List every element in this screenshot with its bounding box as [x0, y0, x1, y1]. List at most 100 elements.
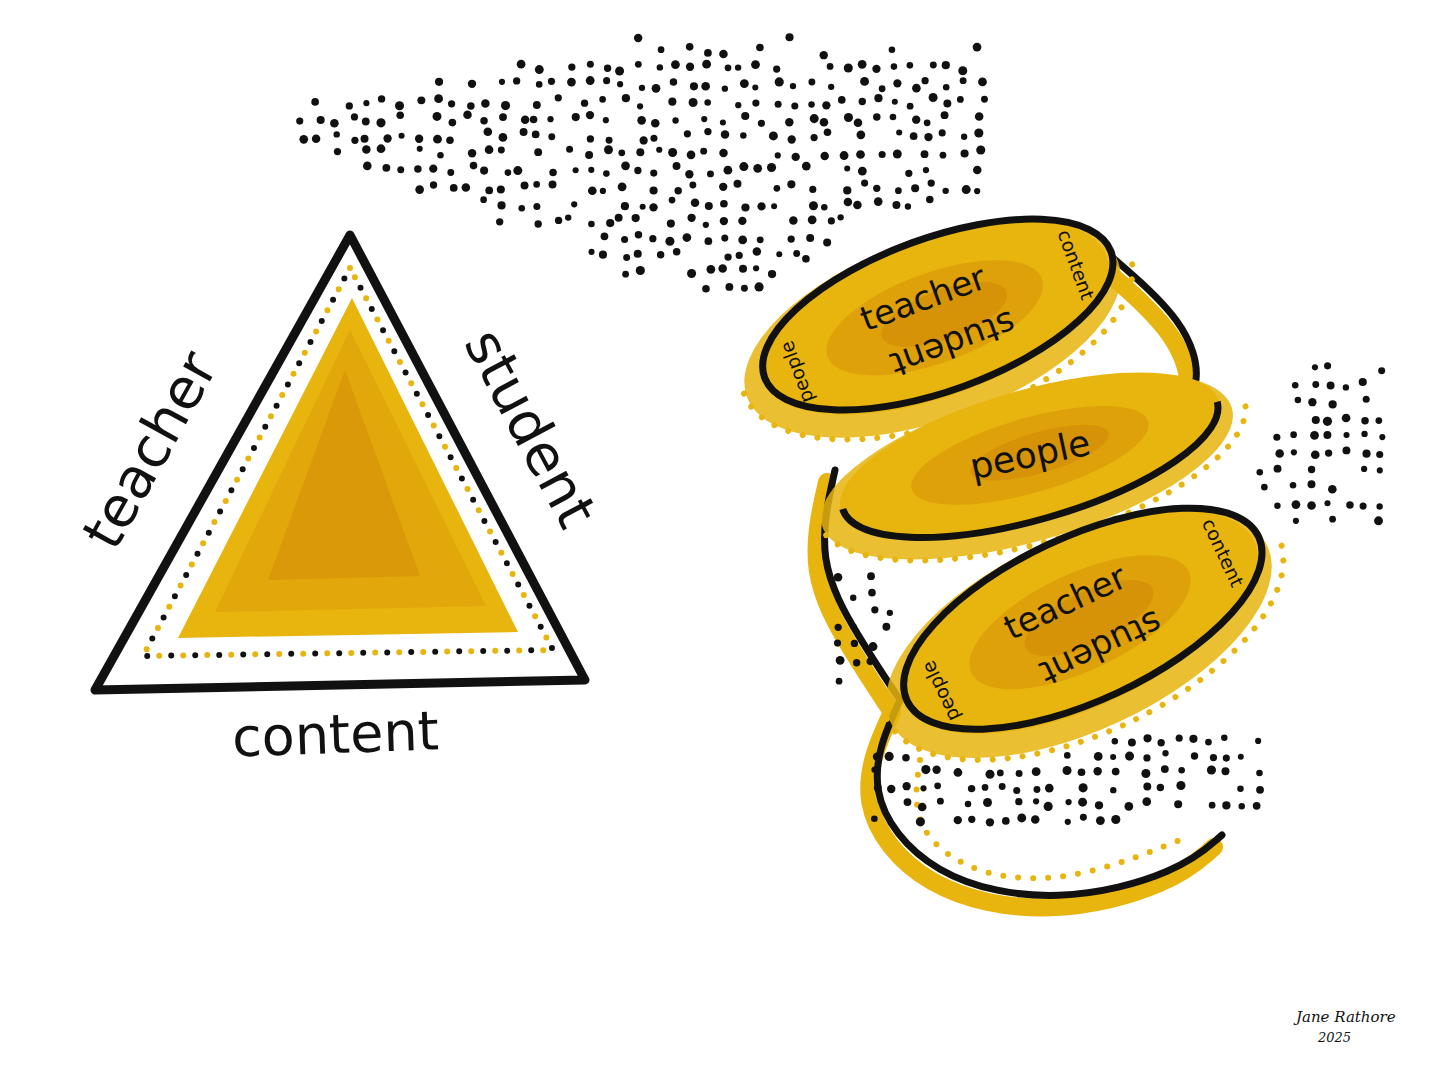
node-label: content	[231, 700, 440, 769]
dot	[973, 166, 982, 175]
dot	[850, 594, 856, 600]
dot	[1325, 449, 1332, 456]
dot	[734, 180, 742, 188]
dot	[1253, 802, 1261, 810]
dot	[922, 77, 929, 84]
dot	[1239, 803, 1245, 809]
dot	[997, 770, 1004, 777]
dot	[850, 623, 857, 630]
dot	[757, 202, 765, 210]
dot	[808, 101, 815, 108]
dot	[822, 101, 830, 109]
dot	[706, 265, 715, 274]
dot	[687, 214, 695, 222]
dot	[501, 101, 510, 110]
dot	[1065, 799, 1071, 805]
dot	[787, 180, 795, 188]
dot	[882, 623, 890, 631]
dot	[827, 63, 834, 70]
dot	[483, 127, 492, 136]
dot	[961, 149, 969, 157]
dot	[718, 264, 727, 273]
spiral-line	[872, 462, 1293, 774]
dot	[775, 101, 782, 108]
dot	[1161, 765, 1169, 773]
dot	[450, 184, 458, 192]
dot	[1346, 501, 1354, 509]
dot	[887, 785, 895, 793]
dot	[828, 217, 835, 224]
dot	[649, 235, 656, 242]
dot	[446, 137, 454, 145]
dot	[518, 205, 525, 212]
dot	[854, 119, 863, 128]
dot	[1174, 800, 1182, 808]
dot	[916, 817, 925, 826]
dot	[858, 60, 867, 69]
dot	[651, 119, 660, 128]
dot	[571, 201, 577, 207]
dot	[640, 136, 648, 144]
dot	[703, 222, 709, 228]
dot	[785, 33, 793, 41]
dot	[1111, 815, 1120, 824]
dot	[534, 148, 542, 156]
dot	[668, 98, 676, 106]
ellipse-shape	[869, 480, 1291, 764]
dot	[1065, 819, 1071, 825]
dot	[954, 768, 963, 777]
dot	[1157, 739, 1164, 746]
dot	[871, 767, 877, 773]
dot	[689, 182, 696, 189]
dot	[1328, 485, 1337, 494]
dot	[513, 166, 522, 175]
dot	[932, 766, 940, 774]
dot	[673, 162, 681, 170]
dot	[1080, 814, 1087, 821]
dot	[686, 63, 694, 71]
dot	[753, 265, 759, 271]
dot	[775, 77, 784, 86]
dot	[1078, 798, 1087, 807]
dot	[1275, 449, 1284, 458]
dot	[555, 217, 562, 224]
dot	[974, 188, 980, 194]
gold-core	[268, 370, 420, 580]
dot	[467, 102, 475, 110]
dot	[1078, 768, 1086, 776]
dot	[1312, 416, 1320, 424]
dot	[844, 63, 853, 72]
dot	[589, 249, 595, 255]
dot	[623, 254, 630, 261]
dot	[810, 134, 817, 141]
dot	[586, 76, 595, 85]
dot	[893, 79, 901, 87]
dot	[924, 119, 931, 126]
dot	[1323, 431, 1331, 439]
dot	[1261, 484, 1268, 491]
dot	[1015, 798, 1022, 805]
dot	[317, 116, 325, 124]
dot	[470, 162, 478, 170]
dot	[724, 253, 731, 260]
dot	[752, 99, 759, 106]
gold-ribbon	[849, 458, 1308, 809]
dot	[397, 166, 404, 173]
dot	[889, 46, 896, 53]
dot	[973, 43, 982, 52]
dot	[802, 162, 811, 171]
dot	[907, 62, 914, 69]
dot	[1376, 451, 1383, 458]
dot	[1342, 414, 1351, 423]
dot	[1274, 465, 1282, 473]
dot	[785, 118, 793, 126]
dot	[756, 44, 764, 52]
dot	[1063, 766, 1072, 775]
dot	[834, 624, 841, 631]
dot	[771, 203, 777, 209]
dot	[858, 167, 867, 176]
dot	[601, 232, 609, 240]
dot	[497, 185, 505, 193]
dot	[943, 84, 950, 91]
